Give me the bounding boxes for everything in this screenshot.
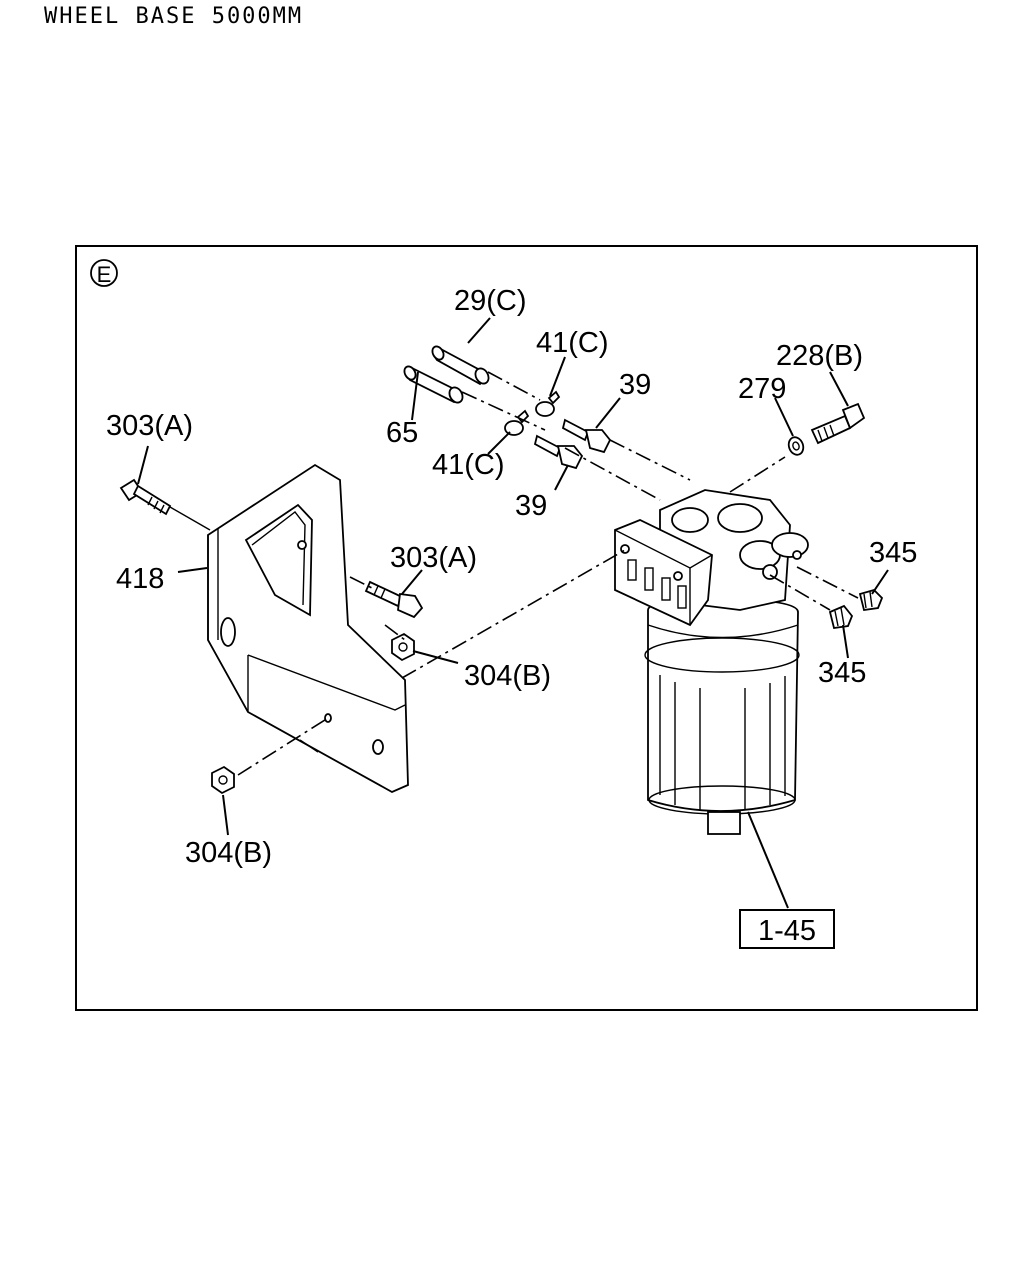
page-header: WHEEL BASE 5000MM: [44, 4, 304, 29]
diagram-frame: [75, 245, 978, 1011]
assembly-lines: [169, 371, 859, 776]
assembly-ref-box: 1-45: [739, 909, 835, 949]
fuel-filter-assembly: [614, 489, 809, 835]
callout-304b-bottom: 304(B): [185, 837, 272, 869]
callout-39-top: 39: [619, 369, 651, 401]
fitting-39-bottom: [533, 434, 584, 470]
plug-345-top: [858, 588, 884, 612]
callout-345-top: 345: [869, 537, 917, 569]
hose-29c: [431, 345, 490, 386]
nut-304b-mid: [391, 632, 415, 662]
washer-279: [787, 436, 805, 456]
hose-65: [403, 365, 464, 404]
bolt-303a-left: [119, 478, 172, 516]
clip-41c-top: [535, 390, 561, 417]
clip-41c-bottom: [504, 409, 530, 436]
bracket-418: [207, 463, 409, 794]
section-marker: E: [90, 259, 118, 287]
leader-lines: [137, 317, 889, 909]
callout-41c-bottom: 41(C): [432, 449, 505, 481]
fitting-39-top: [561, 418, 612, 454]
callout-1-45: 1-45: [758, 915, 816, 947]
callout-41c-top: 41(C): [536, 327, 609, 359]
plug-345-bottom: [828, 604, 854, 630]
callout-65: 65: [386, 417, 418, 449]
bolt-228b: [810, 402, 866, 445]
callout-304b-mid: 304(B): [464, 660, 551, 692]
bolt-303a-mid: [364, 580, 424, 619]
callout-303a-mid: 303(A): [390, 542, 477, 574]
svg-text:E: E: [97, 262, 112, 287]
nut-304b-bottom: [211, 765, 235, 795]
callout-279: 279: [738, 373, 786, 405]
callout-303a-left: 303(A): [106, 410, 193, 442]
callout-418: 418: [116, 563, 164, 595]
callout-29c: 29(C): [454, 285, 527, 317]
callout-345-bottom: 345: [818, 657, 866, 689]
callout-228b: 228(B): [776, 340, 863, 372]
callout-39-bottom: 39: [515, 490, 547, 522]
